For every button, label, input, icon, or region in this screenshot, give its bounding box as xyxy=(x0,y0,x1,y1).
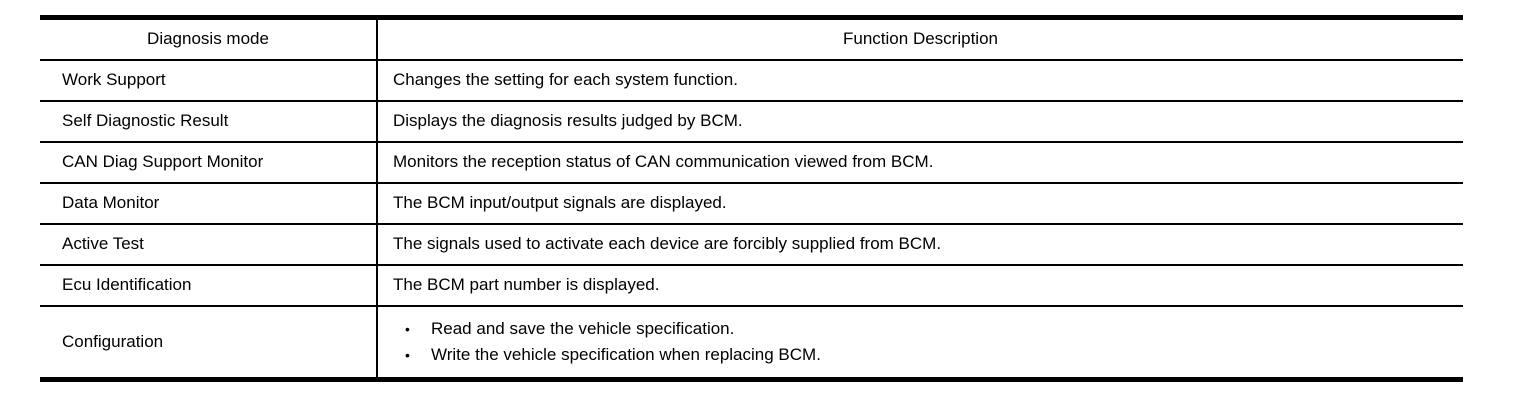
function-description-cell: The BCM part number is displayed. xyxy=(377,264,1463,307)
column-header-function-description: Function Description xyxy=(377,17,1463,61)
diagnosis-mode-cell: Self Diagnostic Result xyxy=(40,100,378,143)
bullet-text: Read and save the vehicle specification. xyxy=(431,318,735,338)
diagnosis-mode-cell: Ecu Identification xyxy=(40,264,378,307)
bullet-icon: • xyxy=(405,320,410,337)
diagnosis-mode-cell: Work Support xyxy=(40,59,378,102)
bullet-text: Write the vehicle specification when rep… xyxy=(431,344,821,364)
bullet-list: • Read and save the vehicle specification… xyxy=(393,316,1453,368)
diagnosis-mode-cell: Active Test xyxy=(40,223,378,266)
function-description-cell: Monitors the reception status of CAN com… xyxy=(377,141,1463,184)
diagnosis-mode-cell: Data Monitor xyxy=(40,182,378,225)
table-header: Diagnosis mode Function Description xyxy=(40,17,1463,61)
function-description-cell: Changes the setting for each system func… xyxy=(377,59,1463,102)
function-description-cell: The BCM input/output signals are display… xyxy=(377,182,1463,225)
table-row: Configuration • Read and save the vehicle … xyxy=(40,305,1463,380)
header-row: Diagnosis mode Function Description xyxy=(40,17,1463,61)
diagnosis-mode-cell: CAN Diag Support Monitor xyxy=(40,141,378,184)
function-description-cell: The signals used to activate each device… xyxy=(377,223,1463,266)
function-description-cell: Displays the diagnosis results judged by… xyxy=(377,100,1463,143)
bullet-item: • Write the vehicle specification when re… xyxy=(405,342,1453,368)
function-description-cell: • Read and save the vehicle specification… xyxy=(377,305,1463,380)
diagnosis-mode-cell: Configuration xyxy=(40,305,378,380)
bullet-icon: • xyxy=(405,346,410,363)
column-header-diagnosis-mode: Diagnosis mode xyxy=(40,17,378,61)
bullet-item: • Read and save the vehicle specification… xyxy=(405,316,1453,342)
diagnosis-mode-table: Diagnosis mode Function Description Work… xyxy=(40,15,1463,382)
